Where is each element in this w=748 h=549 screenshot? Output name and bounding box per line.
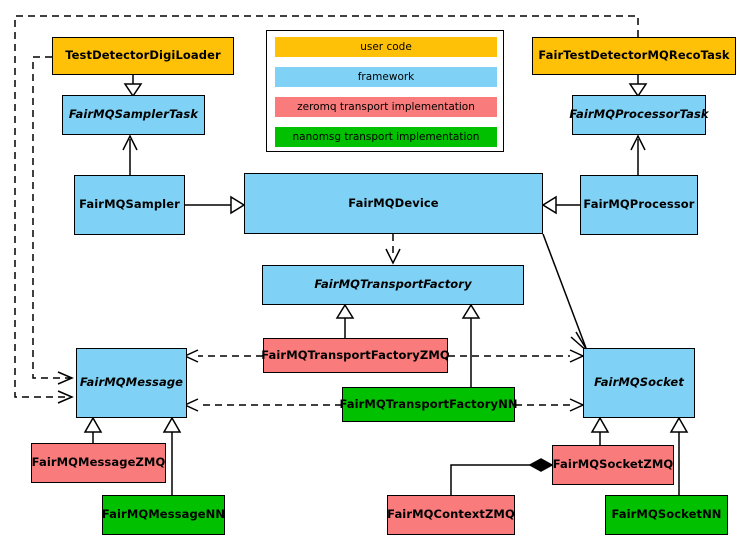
edge-sampler-to-samplertask	[122, 134, 138, 175]
edge-messagezmq-to-message	[83, 416, 103, 443]
edge-tfzmq-to-transportfactory	[335, 303, 355, 338]
class-box-fairmqsocketnn[interactable]: FairMQSocketNN	[605, 495, 728, 535]
class-box-fairmqsampler[interactable]: FairMQSampler	[74, 175, 185, 235]
legend-panel: user code framework zeromq transport imp…	[266, 30, 504, 152]
edge-tfnn-to-transportfactory	[461, 303, 481, 387]
edge-tfnn-to-message	[183, 398, 342, 412]
class-box-fairmqtransportfactorynn[interactable]: FairMQTransportFactoryNN	[339, 387, 517, 422]
legend-item-nanomsg: nanomsg transport implementation	[275, 127, 497, 147]
edge-device-to-transportfactory	[385, 234, 401, 265]
edge-digiloader-to-message	[32, 56, 74, 385]
legend-item-user-code: user code	[275, 37, 497, 57]
edge-tfnn-to-socket	[515, 398, 585, 412]
legend-item-framework: framework	[275, 67, 497, 87]
class-box-testdetectordigiloader[interactable]: TestDetectorDigiLoader	[52, 37, 234, 75]
edge-sampler-to-device	[185, 195, 246, 215]
edge-socketnn-to-socket	[669, 416, 689, 495]
legend-item-zeromq: zeromq transport implementation	[275, 97, 497, 117]
edge-contextzmq-to-socketzmq	[450, 458, 554, 495]
class-box-fairmqdevice[interactable]: FairMQDevice	[244, 173, 543, 234]
class-box-fairmqprocessor[interactable]: FairMQProcessor	[580, 175, 698, 235]
class-box-fairmqsocket[interactable]: FairMQSocket	[583, 348, 695, 418]
edge-tfzmq-to-socket	[448, 349, 585, 363]
class-box-fairmqmessagezmq[interactable]: FairMQMessageZMQ	[31, 443, 166, 483]
edge-device-to-socket	[542, 233, 589, 353]
class-box-fairmqprocessortask[interactable]: FairMQProcessorTask	[569, 95, 709, 135]
class-box-fairmqsamplertask[interactable]: FairMQSamplerTask	[62, 95, 205, 135]
edge-digiloader-to-samplertask	[123, 75, 143, 98]
class-box-fairmqsocketzmq[interactable]: FairMQSocketZMQ	[552, 445, 674, 485]
class-box-fairmqtransportfactory[interactable]: FairMQTransportFactory	[262, 265, 524, 305]
edge-tfzmq-to-message	[183, 349, 263, 363]
edge-recotask-to-processortask	[628, 75, 648, 98]
edge-processor-to-processortask	[630, 134, 646, 175]
class-box-fairmqcontextzmq[interactable]: FairMQContextZMQ	[387, 495, 515, 535]
edge-processor-to-device	[541, 195, 580, 215]
edge-messagenn-to-message	[162, 416, 182, 495]
class-box-fairmqmessagenn[interactable]: FairMQMessageNN	[102, 495, 225, 535]
class-box-fairmqtransportfactoryzmq[interactable]: FairMQTransportFactoryZMQ	[261, 338, 450, 373]
class-box-fairtestdetectormqrecotask[interactable]: FairTestDetectorMQRecoTask	[532, 37, 736, 75]
edge-recotask-to-message	[14, 15, 639, 404]
edge-socketzmq-to-socket	[590, 416, 610, 445]
class-box-fairmqmessage[interactable]: FairMQMessage	[76, 348, 187, 418]
